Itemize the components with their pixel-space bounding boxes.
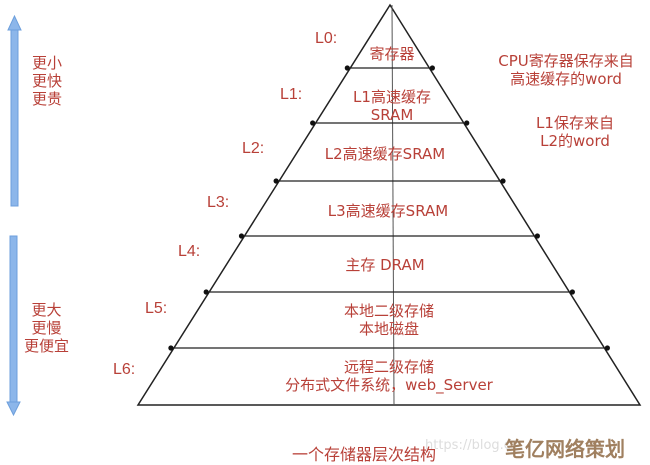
level-label-l1: L1: <box>280 86 303 103</box>
tier-l2-text: L2高速缓存SRAM <box>325 145 445 163</box>
tier-dot <box>464 120 470 126</box>
level-label-l6: L6: <box>113 361 136 378</box>
tier-l4-text: 主存 DRAM <box>345 256 424 274</box>
tier-l6-text: 远程二级存储分布式文件系统，web_Server <box>285 358 493 394</box>
right-note-l0: CPU寄存器保存来自高速缓存的word <box>498 52 634 88</box>
tier-line: 寄存器 <box>369 45 415 63</box>
tier-dot <box>168 345 174 351</box>
note-line: CPU寄存器保存来自 <box>498 52 634 70</box>
tier-line: SRAM <box>370 106 414 124</box>
tier-line: 主存 DRAM <box>345 256 425 274</box>
tier-dot <box>534 233 540 239</box>
note-slower: 更慢 <box>31 319 62 337</box>
tier-dot <box>238 233 245 239</box>
tier-line: 远程二级存储 <box>343 358 434 376</box>
tier-dot <box>500 178 506 184</box>
tier-dot <box>203 289 209 295</box>
up-arrow <box>7 14 22 207</box>
tier-dot <box>604 345 610 351</box>
tier-line: 分布式文件系统，web_Server <box>285 376 493 394</box>
level-label-l5: L5: <box>145 300 168 317</box>
tier-dot <box>273 178 279 184</box>
note-bottom: 更大 更慢 更便宜 <box>24 301 69 355</box>
level-label-l4: L4: <box>178 243 201 260</box>
tier-dot <box>569 289 575 295</box>
note-line: L1保存来自 <box>536 114 614 132</box>
tier-line: L2高速缓存SRAM <box>324 145 446 163</box>
note-cheaper: 更便宜 <box>24 337 70 355</box>
tier-dot <box>310 120 316 126</box>
note-line: 高速缓存的word <box>510 70 622 88</box>
level-label-l2: L2: <box>242 140 265 157</box>
down-arrow <box>6 235 21 417</box>
tier-l0-text: 寄存器 <box>369 45 414 63</box>
center-line <box>391 4 395 406</box>
note-pricier: 更贵 <box>32 90 63 108</box>
note-larger: 更大 <box>31 301 62 319</box>
tier-line: 本地磁盘 <box>358 320 420 338</box>
tier-line: L1高速缓存 <box>353 88 431 106</box>
note-faster: 更快 <box>32 72 63 90</box>
tier-dot <box>344 65 350 71</box>
level-label-l0: L0: <box>315 30 338 47</box>
watermark: 笔亿网络策划 <box>505 437 625 461</box>
watermark-url: https://blog.c <box>425 438 511 453</box>
tier-l5-text: 本地二级存储本地磁盘 <box>344 302 434 338</box>
tier-line: 本地二级存储 <box>343 302 435 320</box>
note-top: 更小 更快 更贵 <box>32 54 62 108</box>
note-line: L2的word <box>540 132 610 150</box>
pyramid-outline <box>136 3 642 406</box>
level-label-l3: L3: <box>207 194 230 211</box>
tier-dot <box>429 65 435 71</box>
tier-line: L3高速缓存SRAM <box>327 202 449 220</box>
tier-l3-text: L3高速缓存SRAM <box>328 202 448 220</box>
note-smaller: 更小 <box>32 54 63 72</box>
diagram-caption: 一个存储器层次结构 <box>292 445 437 464</box>
